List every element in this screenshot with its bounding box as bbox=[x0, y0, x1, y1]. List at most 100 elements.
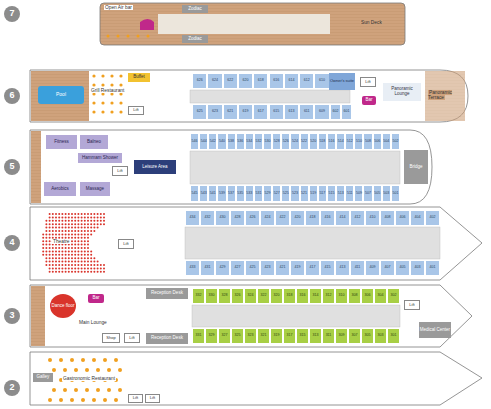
table-dot bbox=[74, 227, 76, 229]
room-label: 617 bbox=[258, 110, 264, 114]
table-dot bbox=[42, 237, 44, 239]
room-label: 5 bbox=[9, 162, 14, 171]
area-label-text: Gastronomic Restaurant bbox=[62, 376, 116, 381]
room-label: Bridge bbox=[409, 165, 422, 170]
table-dot bbox=[49, 216, 51, 218]
table-dot bbox=[81, 216, 83, 218]
room-label: 520 bbox=[310, 140, 316, 144]
table-dot bbox=[81, 244, 83, 246]
table-dot bbox=[48, 358, 52, 362]
table-dot bbox=[52, 261, 54, 263]
room-label: 421 bbox=[280, 266, 286, 270]
room-label: 3 bbox=[9, 311, 14, 320]
table-dot bbox=[71, 230, 73, 232]
room-label: 409 bbox=[370, 266, 376, 270]
area-label: Open Air bar bbox=[104, 5, 144, 10]
table-dot bbox=[48, 398, 52, 402]
room-label: 618 bbox=[258, 79, 264, 83]
cabin: 424 bbox=[260, 210, 275, 226]
cabin: 318 bbox=[283, 288, 296, 304]
table-dot bbox=[87, 233, 89, 235]
table-dot bbox=[74, 254, 76, 256]
table-dot bbox=[93, 216, 95, 218]
table-dot bbox=[84, 257, 86, 259]
table-dot bbox=[71, 247, 73, 249]
room-label: 517 bbox=[319, 192, 325, 196]
room-label: 324 bbox=[248, 294, 254, 298]
table-dot bbox=[84, 237, 86, 239]
room-label: 616 bbox=[273, 79, 279, 83]
cabin: 505 bbox=[373, 185, 382, 202]
cabin: 308 bbox=[348, 288, 361, 304]
table-dot bbox=[119, 101, 122, 104]
cabin: 523 bbox=[290, 185, 299, 202]
room-label: 511 bbox=[347, 192, 353, 196]
room-label: 426 bbox=[250, 216, 256, 220]
table-dot bbox=[103, 213, 105, 215]
lift-box: Lift bbox=[118, 239, 134, 249]
cabin: 511 bbox=[345, 185, 354, 202]
room-label: 403 bbox=[415, 266, 421, 270]
table-dot bbox=[71, 223, 73, 225]
table-dot bbox=[52, 254, 54, 256]
table-dot bbox=[55, 261, 57, 263]
table-dot bbox=[77, 227, 79, 229]
cabin: 409 bbox=[365, 260, 380, 276]
table-dot bbox=[52, 267, 54, 269]
room-label: 612 bbox=[304, 79, 310, 83]
room-label: 425 bbox=[250, 266, 256, 270]
room-label: 545 bbox=[192, 192, 198, 196]
table-dot bbox=[77, 216, 79, 218]
table-dot bbox=[45, 250, 47, 252]
cabin: 403 bbox=[410, 260, 425, 276]
room-label: 504 bbox=[383, 140, 389, 144]
table-dot bbox=[77, 271, 79, 273]
dance-floor: Dance floor bbox=[50, 294, 76, 318]
room-label: 318 bbox=[287, 294, 293, 298]
table-dot bbox=[87, 213, 89, 215]
table-dot bbox=[87, 254, 89, 256]
table-dot bbox=[61, 267, 63, 269]
room-label: 614 bbox=[288, 79, 294, 83]
room-label: 525 bbox=[283, 192, 289, 196]
room-label: 423 bbox=[265, 266, 271, 270]
table-dot bbox=[52, 223, 54, 225]
room-label: 524 bbox=[292, 140, 298, 144]
table-dot bbox=[87, 237, 89, 239]
room-label: 540 bbox=[219, 140, 225, 144]
table-dot bbox=[58, 223, 60, 225]
room-label: 428 bbox=[235, 216, 241, 220]
cabin: 425 bbox=[245, 260, 260, 276]
table-dot bbox=[77, 223, 79, 225]
table-dot bbox=[93, 223, 95, 225]
lift-box: Lift bbox=[145, 394, 160, 403]
table-dot bbox=[68, 227, 70, 229]
room-label: 313 bbox=[313, 334, 319, 338]
table-dot bbox=[96, 388, 100, 392]
room-label: 538 bbox=[228, 140, 234, 144]
room-label: 402 bbox=[430, 216, 436, 220]
cabin: 413 bbox=[335, 260, 350, 276]
cabin: 513 bbox=[336, 185, 345, 202]
cabin: 516 bbox=[327, 133, 336, 150]
lift-box: Lift bbox=[128, 106, 144, 115]
cabin: 331 bbox=[192, 328, 205, 344]
table-dot bbox=[49, 261, 51, 263]
deck4-outline bbox=[30, 207, 482, 280]
room-label: 309 bbox=[339, 334, 345, 338]
cabin: 535 bbox=[236, 185, 245, 202]
deck3-outline bbox=[30, 285, 472, 347]
cabin: 434 bbox=[185, 210, 200, 226]
pool: Pool bbox=[38, 86, 84, 104]
cabin: 602 bbox=[330, 104, 341, 120]
room-label: 518 bbox=[319, 140, 325, 144]
lift-box: Lift bbox=[124, 333, 140, 343]
table-dot bbox=[118, 388, 122, 392]
table-dot bbox=[93, 261, 95, 263]
spa-room: Aerobics bbox=[44, 182, 76, 196]
lift-box: Lift bbox=[360, 77, 376, 87]
room-label: Zodiac bbox=[188, 7, 202, 12]
table-dot bbox=[110, 74, 113, 77]
cabin: 619 bbox=[238, 104, 253, 120]
room-label: 321 bbox=[261, 334, 267, 338]
